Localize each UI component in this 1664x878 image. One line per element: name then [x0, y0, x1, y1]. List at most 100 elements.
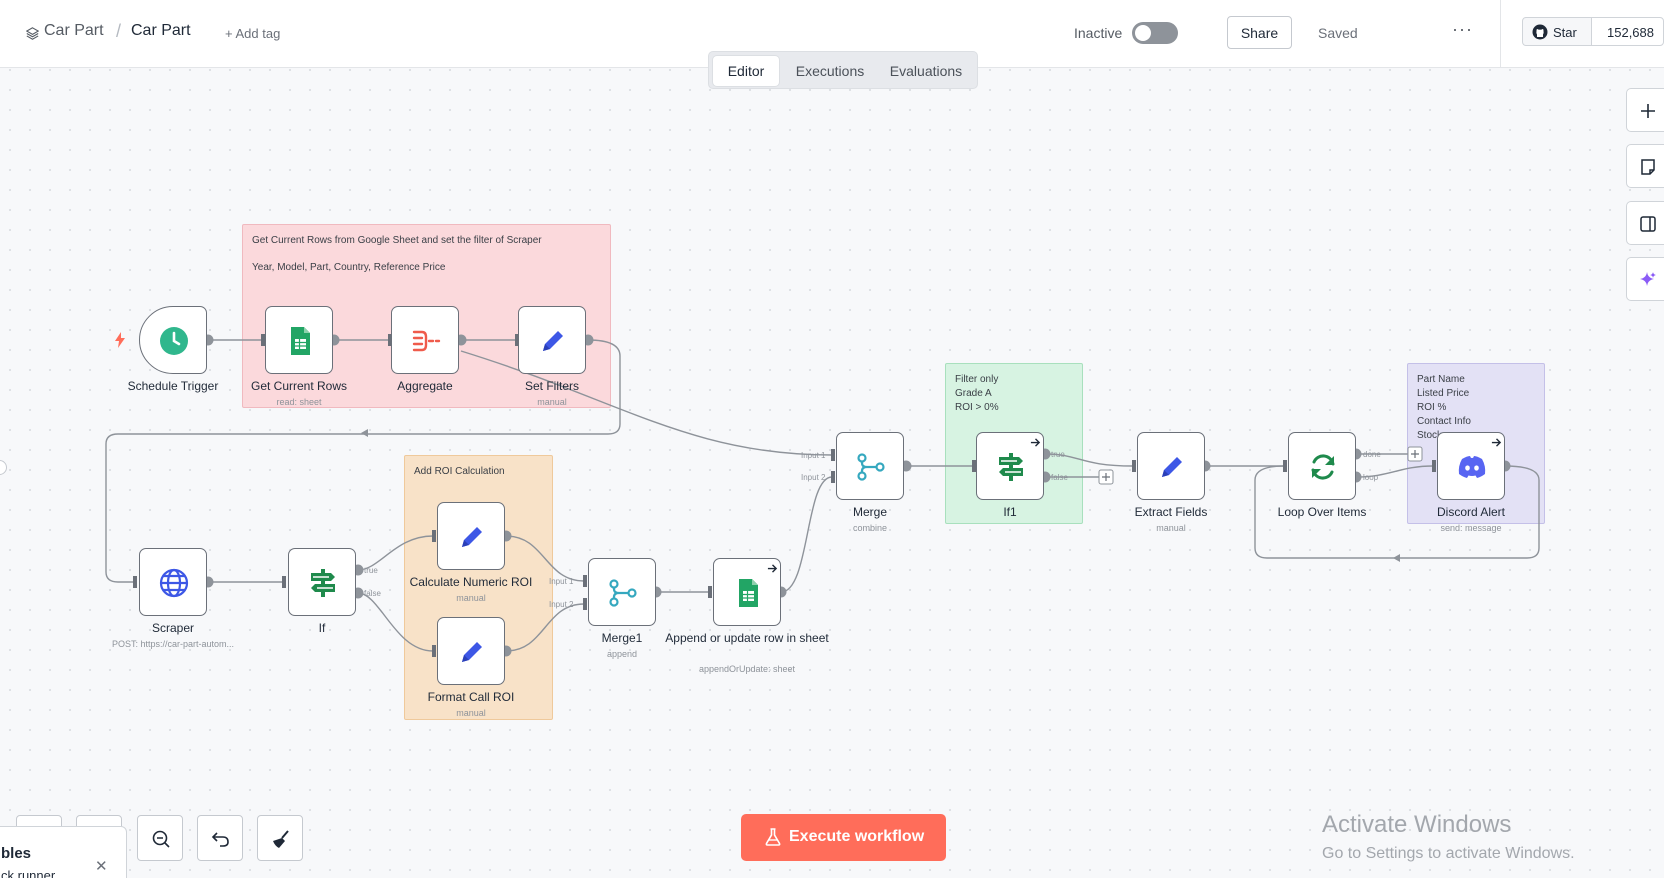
- node-label: Append or update row in sheet: [665, 631, 829, 645]
- broom-icon: [273, 830, 289, 848]
- node-subtitle: combine: [852, 523, 888, 533]
- breadcrumb-separator: /: [116, 21, 122, 41]
- share-button[interactable]: Share: [1227, 16, 1292, 49]
- arrow-right-icon: [1491, 438, 1502, 447]
- merge-icon: [857, 453, 885, 481]
- node-label: Format Call ROI: [427, 690, 515, 704]
- sparkle-icon: [1640, 272, 1656, 286]
- view-tabs: Editor Executions Evaluations: [708, 51, 978, 89]
- node-merge1[interactable]: [588, 558, 656, 626]
- node-label: Aggregate: [397, 379, 453, 393]
- node-label: Calculate Numeric ROI: [409, 575, 533, 589]
- left-panel-handle[interactable]: [0, 460, 7, 475]
- sticky-text: Add ROI Calculation: [414, 466, 505, 477]
- toggle-knob: [1135, 25, 1151, 41]
- node-subtitle: send: message: [1440, 523, 1502, 533]
- node-label: Discord Alert: [1436, 505, 1506, 519]
- plus-icon: [1641, 104, 1655, 118]
- node-loop-over-items[interactable]: [1288, 432, 1356, 500]
- github-star-button[interactable]: Star: [1522, 17, 1592, 46]
- clock-icon: [160, 327, 188, 355]
- node-merge[interactable]: [836, 432, 904, 500]
- tidy-up-button[interactable]: [257, 815, 303, 861]
- google-sheets-icon: [739, 579, 758, 607]
- node-set-filters[interactable]: [518, 306, 586, 374]
- github-star-label: Star: [1553, 25, 1577, 40]
- merge-icon: [609, 579, 637, 607]
- more-options-button[interactable]: ···: [1452, 19, 1473, 39]
- node-label: Scraper: [151, 621, 195, 635]
- arrow-right-icon: [1030, 438, 1041, 447]
- add-node-plus: [1098, 469, 1114, 485]
- edge-arrow: [361, 429, 368, 437]
- sticky-text: Filter only: [955, 374, 999, 385]
- ai-assistant-button[interactable]: [1626, 257, 1664, 301]
- github-icon: [1532, 24, 1548, 40]
- execute-workflow-button[interactable]: Execute workflow: [741, 814, 946, 861]
- node-calculate-numeric-roi[interactable]: [437, 502, 505, 570]
- google-sheets-icon: [291, 327, 310, 355]
- zoom-out-button[interactable]: [137, 815, 183, 861]
- edge-append-merge: [780, 476, 833, 593]
- globe-icon: [159, 568, 189, 598]
- activate-windows-subtitle: Go to Settings to activate Windows.: [1322, 845, 1575, 862]
- node-format-call-roi[interactable]: [437, 617, 505, 685]
- add-sticky-button[interactable]: [1626, 144, 1664, 188]
- node-subtitle: read: sheet: [276, 397, 322, 407]
- pencil-icon: [1162, 457, 1182, 477]
- add-node-button[interactable]: [1626, 88, 1664, 132]
- layers-icon: [26, 27, 39, 40]
- tab-editor[interactable]: Editor: [713, 56, 779, 86]
- add-tag-button[interactable]: + Add tag: [225, 26, 281, 41]
- workflow-name[interactable]: Car Part: [131, 22, 191, 39]
- header-divider: [1500, 0, 1501, 68]
- signpost-icon: [999, 453, 1023, 481]
- zoom-out-icon: [152, 830, 170, 848]
- node-subtitle: manual: [1156, 523, 1186, 533]
- sticky-text: Listed Price: [1417, 388, 1470, 399]
- node-aggregate[interactable]: [391, 306, 459, 374]
- tab-evaluations[interactable]: Evaluations: [889, 63, 963, 79]
- toggle-panel-button[interactable]: [1626, 201, 1664, 245]
- undo-icon: [211, 832, 229, 847]
- sticky-text: ROI > 0%: [955, 402, 999, 413]
- undo-button[interactable]: [197, 815, 243, 861]
- signpost-icon: [311, 569, 335, 597]
- pencil-icon: [462, 642, 482, 662]
- project-breadcrumb[interactable]: Car Part: [44, 22, 104, 39]
- port-label-input1: Input 1: [801, 451, 826, 460]
- sticky-text: Year, Model, Part, Country, Reference Pr…: [252, 262, 446, 273]
- saved-status: Saved: [1318, 25, 1358, 41]
- node-get-current-rows[interactable]: [265, 306, 333, 374]
- arrow-right-icon: [767, 564, 778, 573]
- node-label: Get Current Rows: [250, 379, 348, 393]
- node-if[interactable]: [288, 548, 356, 616]
- refresh-icon: [1311, 454, 1335, 480]
- panel-title: bles: [1, 845, 32, 862]
- port-label-done: done: [1363, 450, 1381, 459]
- node-label: Merge1: [601, 631, 643, 645]
- node-label: If: [318, 621, 326, 635]
- node-scraper[interactable]: [139, 548, 207, 616]
- port-label-input1: Input 1: [549, 577, 574, 586]
- node-extract-fields[interactable]: [1137, 432, 1205, 500]
- activate-windows-title: Activate Windows: [1322, 811, 1512, 838]
- node-schedule-trigger[interactable]: [139, 306, 207, 374]
- port-label-loop: loop: [1363, 473, 1379, 482]
- active-toggle[interactable]: [1132, 22, 1178, 44]
- sticky-text: Stock: [1417, 430, 1443, 441]
- sticky-text: Get Current Rows from Google Sheet and s…: [252, 235, 542, 246]
- node-label: Extract Fields: [1134, 505, 1208, 519]
- panel-icon: [1640, 216, 1656, 232]
- discord-icon: [1458, 456, 1486, 478]
- node-if1[interactable]: [976, 432, 1044, 500]
- node-discord-alert[interactable]: [1437, 432, 1505, 500]
- execute-workflow-label: Execute workflow: [789, 828, 925, 845]
- variables-panel: bles ck runner ✕: [0, 826, 127, 878]
- close-icon[interactable]: ✕: [95, 858, 108, 875]
- tab-executions[interactable]: Executions: [795, 63, 865, 79]
- node-subtitle: append: [606, 649, 638, 659]
- node-append-or-update-row[interactable]: [713, 558, 781, 626]
- port-label-false: false: [1051, 473, 1068, 482]
- github-star-count[interactable]: 152,688: [1591, 17, 1664, 46]
